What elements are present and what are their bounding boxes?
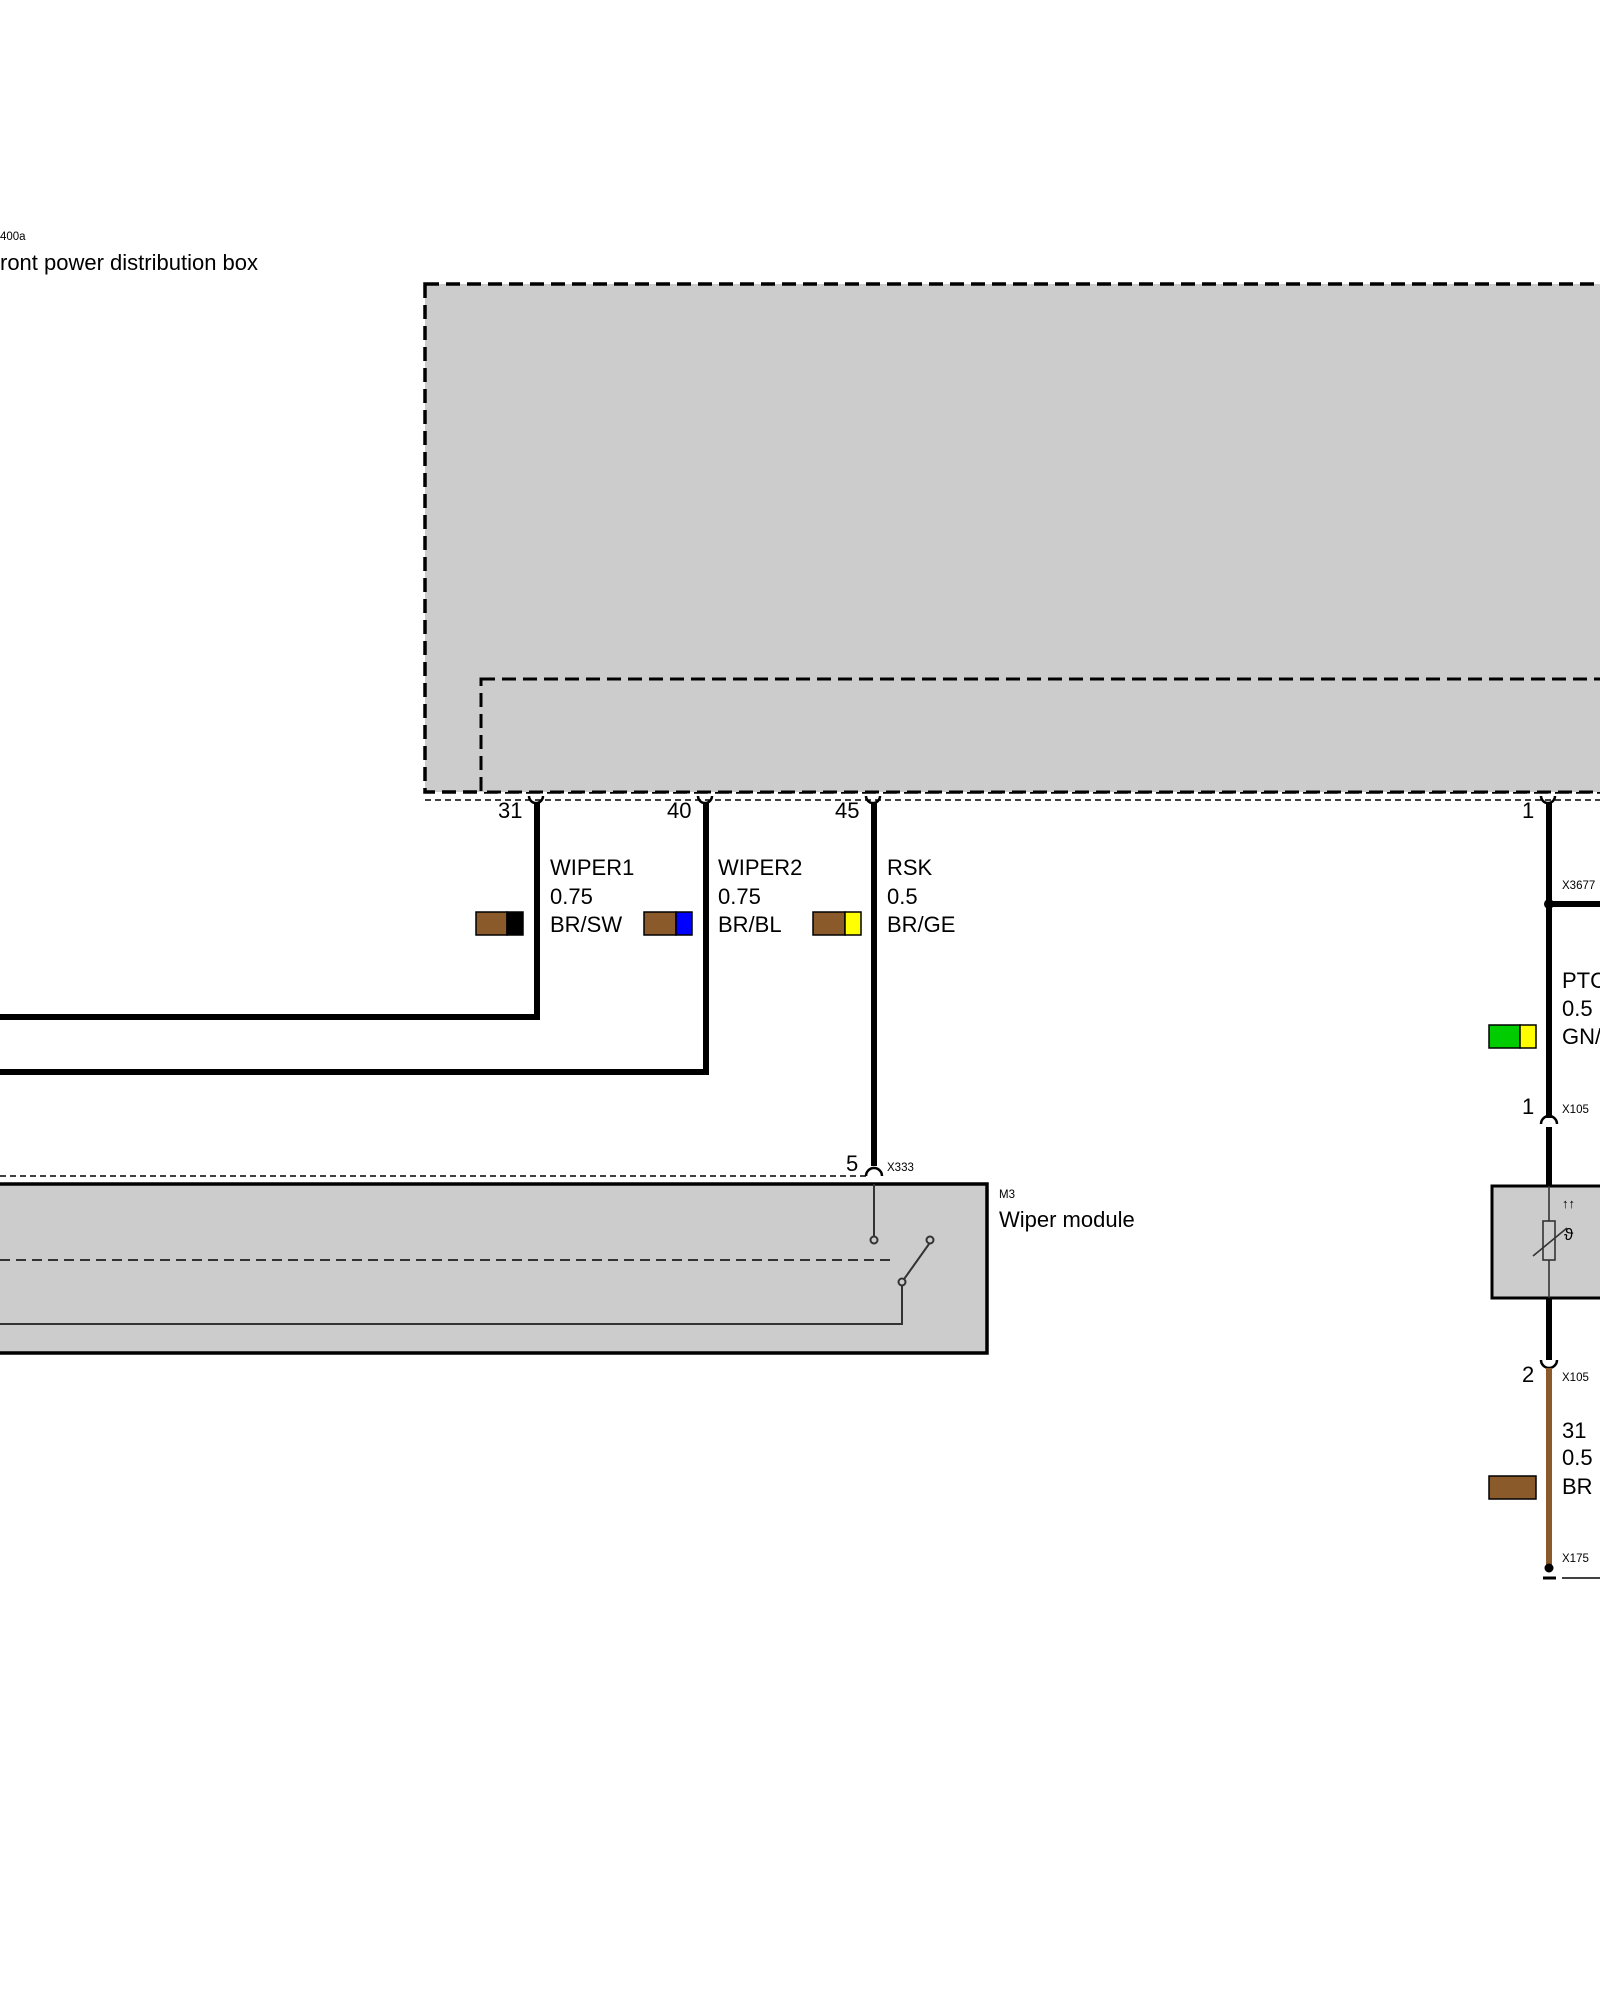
wiper-park-switch	[0, 1184, 935, 1325]
wire-gauge-ptc: 0.5	[1562, 996, 1593, 1021]
sensor-theta-symbol: ϑ	[1564, 1225, 1574, 1244]
power-box-name: ront power distribution box	[0, 250, 258, 275]
wire-color-code-rsk: BR/GE	[887, 912, 955, 937]
wire-gauge-wiper1: 0.75	[550, 884, 593, 909]
pin-1-x105: 1	[1522, 1094, 1534, 1119]
color-swatch-rsk	[812, 911, 862, 936]
pin-5: 5	[846, 1151, 858, 1176]
wiper-module-name: Wiper module	[999, 1207, 1135, 1232]
wiper-module: 5 X333 M3 Wiper module	[0, 1151, 1135, 1355]
connector-x175: X175	[1562, 1553, 1589, 1565]
wire-line-wiper1	[0, 803, 540, 1020]
pin-31: 31	[498, 798, 522, 823]
pin-45: 45	[835, 798, 859, 823]
wire-signal-ground: 31	[1562, 1418, 1586, 1443]
power-distribution-box: 400a ront power distribution box	[0, 231, 1600, 801]
color-swatch-ptc	[1488, 1024, 1537, 1049]
temperature-sensor-box	[1490, 1184, 1600, 1300]
wire-line-wiper2	[0, 803, 709, 1075]
wire-wiper2: 40 WIPER2 0.75 BR/BL	[0, 795, 802, 1075]
wire-signal-wiper1: WIPER1	[550, 855, 634, 880]
wire-signal-wiper2: WIPER2	[718, 855, 802, 880]
connector-hook-x105-1	[1539, 1114, 1559, 1125]
wire-gauge-ground: 0.5	[1562, 1445, 1593, 1470]
connector-x105-top: X105	[1562, 1104, 1589, 1116]
connector-x333: X333	[887, 1162, 914, 1174]
color-swatch-ground	[1488, 1475, 1537, 1500]
connector-x105-bottom: X105	[1562, 1372, 1589, 1384]
wire-rsk: 45 RSK 0.5 BR/GE	[812, 795, 955, 1166]
pin-1-top: 1	[1522, 798, 1534, 823]
wiper-module-id: M3	[999, 1189, 1015, 1201]
wire-signal-rsk: RSK	[887, 855, 933, 880]
right-branch: 1 X3677 PTC 0.5 GN/ 1 X105 ↑↑ ϑ 2 X105	[1488, 795, 1600, 1580]
wiper-module-box	[0, 1182, 989, 1355]
connector-hook-x105-2	[1539, 1359, 1559, 1370]
ground-node-x175	[1544, 1563, 1554, 1573]
wire-gauge-rsk: 0.5	[887, 884, 918, 909]
wire-signal-ptc: PTC	[1562, 968, 1600, 993]
color-swatch-wiper2	[643, 911, 693, 936]
ptc-thermistor-symbol	[1532, 1186, 1568, 1298]
wire-wiper1: 31 WIPER1 0.75 BR/SW	[0, 795, 634, 1020]
connector-hook-5	[864, 1166, 884, 1177]
wire-color-code-ptc: GN/	[1562, 1024, 1600, 1049]
connector-hook-45	[864, 795, 882, 805]
color-swatch-wiper1	[475, 911, 524, 936]
sensor-arrows-symbol: ↑↑	[1562, 1196, 1575, 1211]
wire-color-code-wiper2: BR/BL	[718, 912, 782, 937]
splice-x3677: X3677	[1562, 880, 1595, 892]
pin-2-x105: 2	[1522, 1362, 1534, 1387]
pin-40: 40	[667, 798, 691, 823]
wire-color-code-ground: BR	[1562, 1474, 1593, 1499]
wire-color-code-wiper1: BR/SW	[550, 912, 622, 937]
power-box-inner-section	[479, 677, 1600, 794]
wire-gauge-wiper2: 0.75	[718, 884, 761, 909]
power-box-id: 400a	[0, 231, 26, 243]
